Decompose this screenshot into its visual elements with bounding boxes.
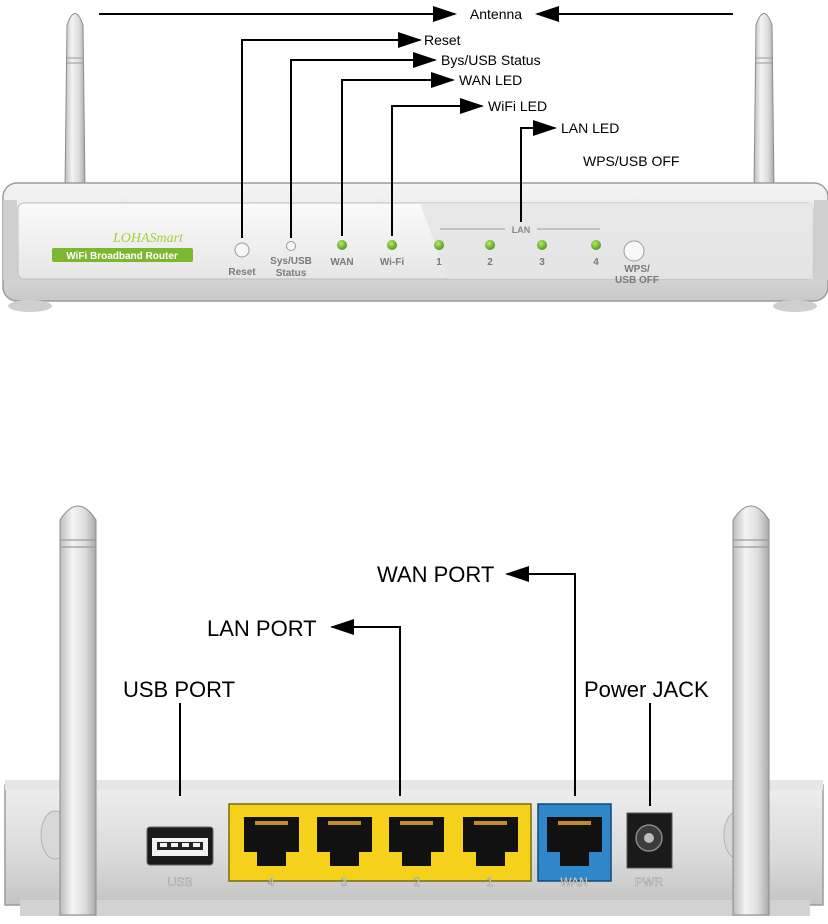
wan-panel-label: WAN (330, 257, 353, 268)
router-front-body (3, 183, 828, 312)
wifi-led-callout: WiFi LED (488, 98, 547, 114)
reset-button[interactable] (235, 243, 249, 257)
wifi-panel-label: Wi-Fi (380, 257, 405, 268)
sys-usb-status-led (287, 242, 296, 251)
usb-port-label: USB (168, 875, 193, 889)
antenna-callout: Antenna (470, 6, 522, 22)
lan-led-callout: LAN LED (561, 120, 619, 136)
wan-port-label: WAN (560, 875, 588, 889)
wan-led (337, 240, 347, 250)
lan-panel-label-3: 3 (539, 257, 545, 268)
power-jack-callout: Power JACK (584, 677, 709, 702)
wan-port-callout: WAN PORT (377, 562, 494, 587)
lan-port-label-3: 3 (341, 875, 348, 889)
lan-port-label-2: 2 (414, 875, 421, 889)
wps-usb-off-button[interactable] (624, 241, 644, 261)
brand-logo: LOHASmart (112, 231, 184, 246)
lan-group-label: LAN (512, 225, 531, 235)
sys-usb-status-callout: Bys/USB Status (441, 52, 541, 68)
usb-port-callout: USB PORT (123, 677, 235, 702)
wps-panel-label-1: WPS/ (624, 264, 650, 275)
lan-port-callout: LAN PORT (207, 616, 317, 641)
lan-led-1 (434, 240, 444, 250)
usb-port[interactable] (147, 827, 213, 865)
power-jack[interactable] (627, 813, 672, 868)
wan-led-callout: WAN LED (459, 72, 522, 88)
product-badge-label: WiFi Broadband Router (66, 251, 178, 262)
lan-port-label-4: 4 (268, 875, 275, 889)
back-view: USB 4 3 2 1 WAN PWR WAN PORT LAN PORT US… (5, 506, 823, 916)
left-antenna-front (65, 14, 85, 191)
right-antenna-front (754, 14, 774, 191)
sys-panel-label-2: Status (276, 268, 307, 279)
lan-led-2 (485, 240, 495, 250)
wifi-led (387, 240, 397, 250)
sys-panel-label-1: Sys/USB (270, 256, 312, 267)
front-view: LOHASmart WiFi Broadband Router LAN Rese… (3, 6, 828, 312)
lan-panel-label-2: 2 (487, 257, 493, 268)
wps-usb-off-callout: WPS/USB OFF (583, 153, 679, 169)
pwr-port-label: PWR (635, 875, 663, 889)
lan-panel-label-4: 4 (593, 257, 599, 268)
lan-port-label-1: 1 (487, 875, 494, 889)
reset-panel-label: Reset (228, 267, 256, 278)
lan-led-3 (537, 240, 547, 250)
reset-callout: Reset (424, 32, 461, 48)
right-antenna-back (733, 506, 769, 915)
left-antenna-back (60, 506, 96, 915)
lan-led-4 (591, 240, 601, 250)
wps-panel-label-2: USB OFF (615, 275, 659, 286)
lan-panel-label-1: 1 (436, 257, 442, 268)
